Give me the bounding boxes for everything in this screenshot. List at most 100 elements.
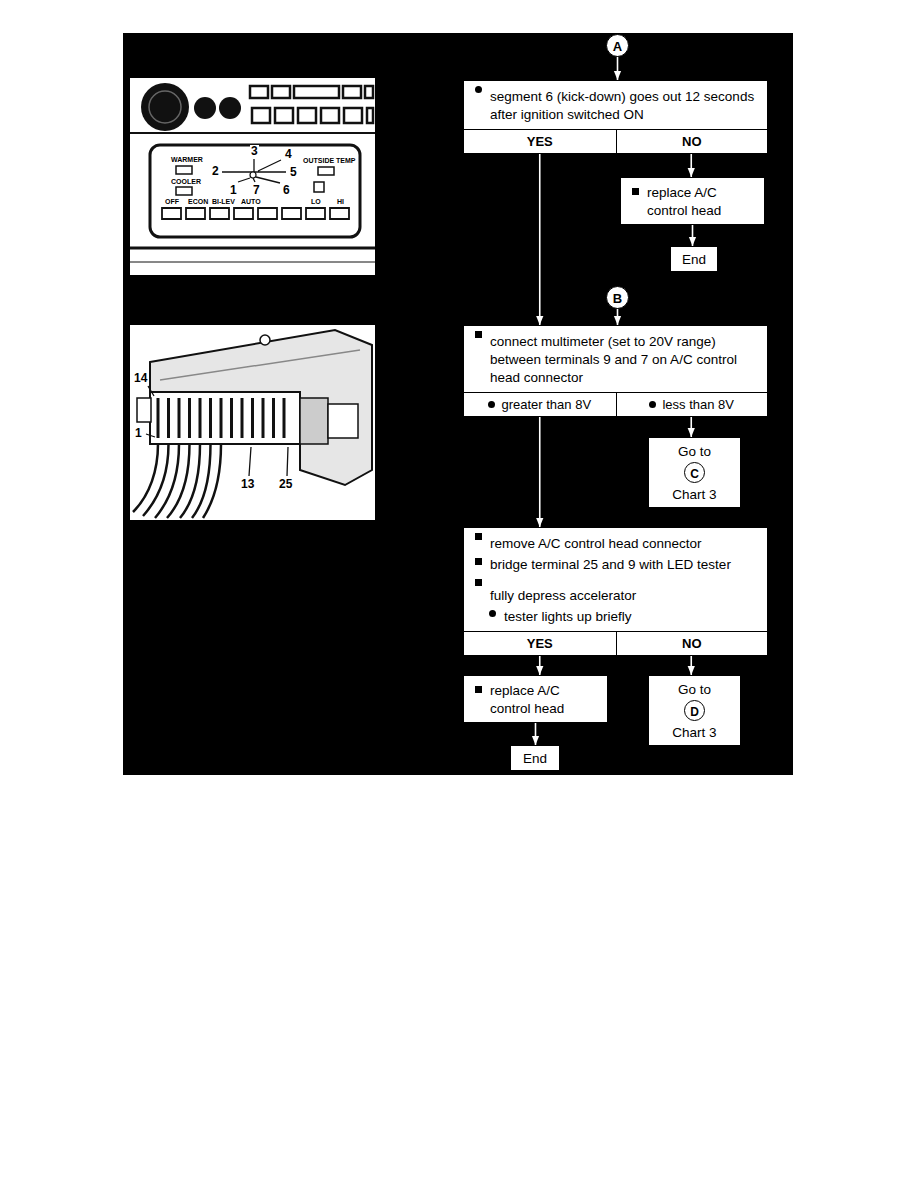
flow-arrow [539,416,541,527]
dial-knob [141,83,189,131]
square-bullet [475,533,482,540]
text-row: less than 8V [617,395,768,413]
text-row: YES [464,634,616,652]
text-row: Go to [674,442,715,460]
text-row: D [686,702,703,720]
text-row: greater than 8V [464,395,616,413]
text-row: remove A/C control head connector [464,528,767,553]
callout-label: 7 [252,184,261,196]
node-text: replace A/C control head [490,683,564,716]
answer-cell: YES [464,129,616,153]
connector-circle: D [684,700,705,721]
goto-box: Go to Chart 3 D [648,675,741,746]
square-bullet [475,686,482,693]
text-row: connect multimeter (set to 20V range) be… [464,326,767,392]
callout-label: WARMER [170,156,204,163]
node-text: NO [682,134,702,149]
callout-label: 2 [211,165,220,177]
dash-line [130,247,375,250]
latch [300,398,328,444]
process-box: End [510,745,560,771]
text-row: NO [617,132,768,150]
flow-arrow [535,723,537,745]
flow-arrow [692,225,694,246]
node-text: YES [527,134,553,149]
square-bullet [475,331,482,338]
node-text: YES [527,636,553,651]
process-box: replace A/C control head [620,177,765,225]
square-bullet [475,579,482,586]
node-text: A [613,39,622,54]
answer-cell: NO [616,129,768,153]
small-knob [194,97,216,119]
node-text: Go to [678,444,711,459]
flow-arrow [690,153,692,177]
answer-cell: YES [464,631,616,655]
segment-center [250,172,256,178]
flow-arrow [690,416,692,437]
connector-photo [130,325,375,520]
control-head-housing [150,330,372,485]
callout-label: OFF [164,198,180,205]
text-row: fully depress accelerator [464,574,767,605]
text-row: YES [464,132,616,150]
text-row: segment 6 (kick-down) goes out 12 second… [464,81,767,129]
process-box: replace A/C control head [463,675,608,723]
round-bullet [488,401,495,408]
text-row: Chart 3 [668,723,720,741]
callout-label: 4 [284,148,293,160]
goto-box: Go to Chart 3 C [648,437,741,508]
decision-box: remove A/C control head connector bridge … [463,527,768,656]
text-row: Go to [674,680,715,698]
callout-label: 1 [229,184,238,196]
node-text: remove A/C control head connector [490,536,702,551]
callout-label: BI-LEV [211,198,236,205]
callout-label: 25 [278,478,293,490]
node-text: tester lights up briefly [504,609,632,624]
node-text: less than 8V [662,397,734,412]
text-row: C [686,464,703,482]
flow-arrow [617,57,619,80]
node-text: End [682,252,706,267]
connector-circle: B [606,286,629,309]
callout-label: ECON [187,198,209,205]
node-text: NO [682,636,702,651]
control-head-photo [130,78,375,275]
latch [328,404,358,438]
flow-arrow [539,153,541,325]
text-row: Chart 3 [668,485,720,503]
dial-ring [149,91,181,123]
round-bullet [489,610,496,617]
callout-label: 5 [289,166,298,178]
node-text: connect multimeter (set to 20V range) be… [490,334,737,385]
node-text: C [690,467,699,481]
round-bullet [475,86,482,93]
dash-line [130,132,375,134]
text-row: bridge terminal 25 and 9 with LED tester [464,553,767,574]
radio-buttons [252,108,373,123]
node-text: Chart 3 [672,725,716,740]
round-bullet [649,401,656,408]
callout-label: OUTSIDE TEMP [302,157,357,164]
callout-label: 13 [240,478,255,490]
clip [137,398,151,422]
mode-buttons [162,208,349,219]
square-bullet [475,558,482,565]
flow-arrow [539,655,541,675]
decision-box: connect multimeter (set to 20V range) be… [463,325,768,417]
callout-label: 3 [250,145,259,157]
answer-cell: greater than 8V [464,392,616,416]
answer-cell: NO [616,631,768,655]
callout-label: 6 [282,184,291,196]
photo-ground [130,78,375,275]
text-row: A [609,37,626,55]
text-row: replace A/C control head [464,681,607,717]
node-text: Go to [678,682,711,697]
node-text: End [523,751,547,766]
node-text: fully depress accelerator [490,588,636,603]
callout-label: 1 [134,427,143,439]
text-row: B [609,289,626,307]
